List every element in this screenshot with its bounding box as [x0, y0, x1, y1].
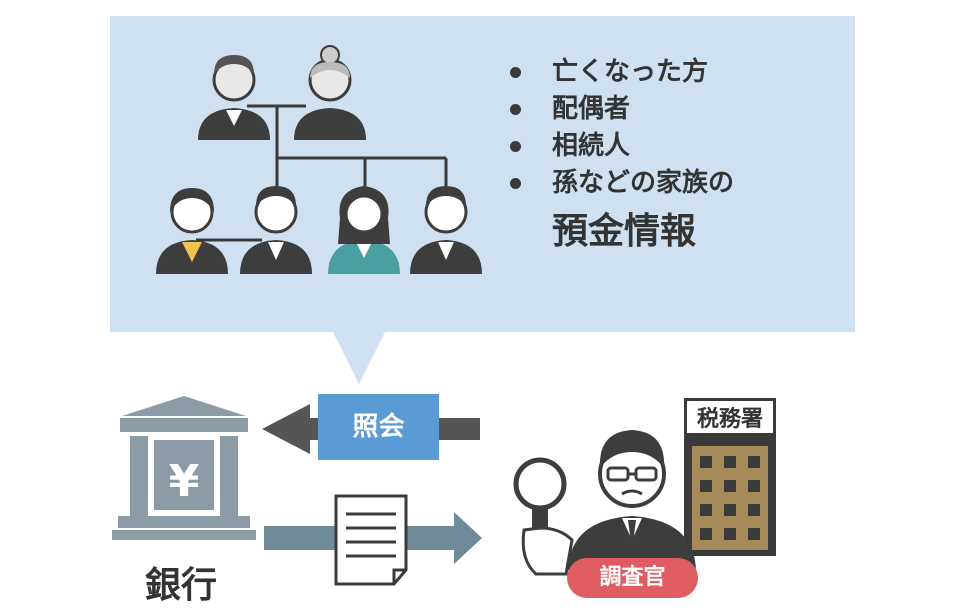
info-list: 亡くなった方 配偶者 相続人 孫などの家族の: [510, 54, 734, 202]
inspector-icon: [568, 430, 696, 570]
heir-woman-icon: [328, 186, 400, 274]
family-tree-lines: [196, 104, 448, 242]
magnifier-icon: [513, 457, 574, 576]
info-bubble-tail: [332, 330, 386, 384]
bank-icon: [112, 396, 256, 540]
bank-label: 銀行: [145, 565, 218, 606]
heir-man-icon: [240, 186, 312, 274]
grandfather-icon: [198, 55, 270, 140]
list-item: 孫などの家族の: [510, 165, 734, 202]
tax-office-label: 税務署: [684, 398, 776, 436]
grandchild-man-icon: [410, 186, 482, 274]
document-icon: [334, 494, 408, 586]
list-item: 亡くなった方: [510, 54, 734, 91]
list-item: 相続人: [510, 128, 734, 165]
spouse-woman-icon: [156, 188, 228, 274]
list-item: 配偶者: [510, 91, 734, 128]
inquiry-label: 照会: [318, 394, 439, 460]
inspector-badge: 調査官: [567, 558, 698, 598]
grandmother-icon: [294, 45, 366, 140]
deposit-info-emphasis: 預金情報: [552, 211, 697, 252]
building-icon: [684, 436, 776, 556]
